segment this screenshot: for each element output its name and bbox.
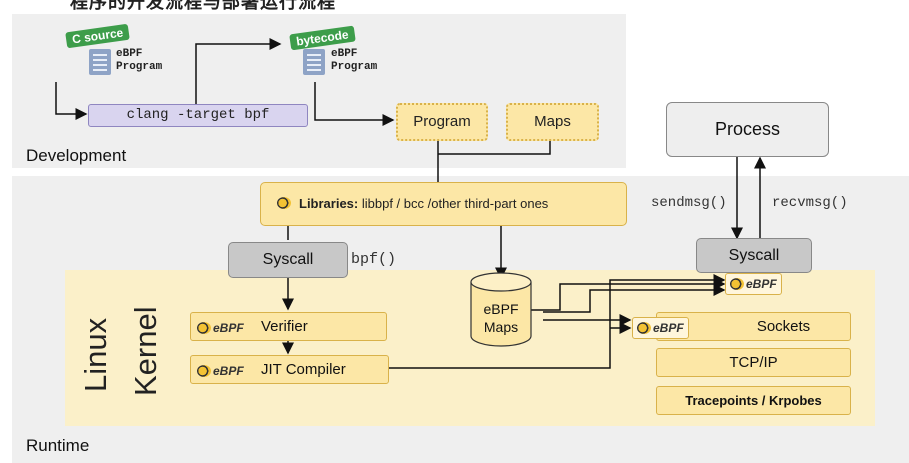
recvmsg-label: recvmsg() xyxy=(772,195,848,211)
c-source-document-icon xyxy=(89,49,111,75)
libraries-rest-label: libbpf / bcc /other third-part ones xyxy=(358,196,549,211)
process-box: Process xyxy=(666,102,829,157)
ebpf-bee-icon xyxy=(277,197,291,209)
ebpf-bee-icon xyxy=(730,277,744,290)
libraries-text: Libraries: libbpf / bcc /other third-par… xyxy=(299,196,548,211)
ebpf-hook-badge-sockets: eBPF xyxy=(632,317,689,339)
c-source-program-label: eBPF Program xyxy=(116,48,162,74)
ebpf-bee-icon xyxy=(637,321,651,334)
ebpf-logo-text: eBPF xyxy=(746,277,777,291)
ebpf-maps-cylinder xyxy=(470,272,532,347)
tcpip-box: TCP/IP xyxy=(656,348,851,377)
ebpf-bee-icon xyxy=(197,322,211,335)
ebpf-logo-text: eBPF xyxy=(213,364,244,378)
verifier-box: eBPF Verifier xyxy=(190,312,387,341)
runtime-label: Runtime xyxy=(26,436,90,455)
sockets-label: Sockets xyxy=(756,318,811,335)
ebpf-hook-badge-syscall: eBPF xyxy=(725,273,782,295)
syscall-box-right: Syscall xyxy=(696,238,812,273)
tracepoints-box: Tracepoints / Krpobes xyxy=(656,386,851,415)
program-label-line2: Program xyxy=(116,61,163,73)
development-label: Development xyxy=(26,146,127,165)
header-fragment: 程序的开发流程与部署运行流程 xyxy=(70,0,336,12)
libraries-box: Libraries: libbpf / bcc /other third-par… xyxy=(260,182,627,226)
ebpf-logo-text: eBPF xyxy=(213,321,244,335)
maps-box: Maps xyxy=(506,103,599,141)
program-label-line2: Program xyxy=(331,61,378,73)
jit-compiler-label: JIT Compiler xyxy=(261,361,346,378)
sendmsg-label: sendmsg() xyxy=(651,195,727,211)
kernel-label: Kernel xyxy=(128,306,163,396)
maps-line2: Maps xyxy=(483,319,519,335)
ebpf-logo: eBPF xyxy=(197,319,244,336)
libraries-bold-label: Libraries: xyxy=(299,196,359,211)
bytecode-program-label: eBPF Program xyxy=(331,48,377,74)
bytecode-document-icon xyxy=(303,49,325,75)
bpf-call-label: bpf() xyxy=(351,251,397,268)
ebpf-maps-label: eBPF Maps xyxy=(470,300,532,336)
ebpf-bee-icon xyxy=(197,365,211,378)
syscall-box-left: Syscall xyxy=(228,242,348,278)
linux-label: Linux xyxy=(78,317,113,392)
program-label-line1: eBPF xyxy=(331,48,358,60)
jit-compiler-box: eBPF JIT Compiler xyxy=(190,355,389,384)
verifier-label: Verifier xyxy=(261,318,308,335)
ebpf-logo: eBPF xyxy=(197,362,244,379)
ebpf-logo-text: eBPF xyxy=(653,321,684,335)
clang-command-box: clang -target bpf xyxy=(88,104,308,127)
maps-line1: eBPF xyxy=(483,301,519,317)
program-box: Program xyxy=(396,103,488,141)
program-label-line1: eBPF xyxy=(116,48,143,60)
